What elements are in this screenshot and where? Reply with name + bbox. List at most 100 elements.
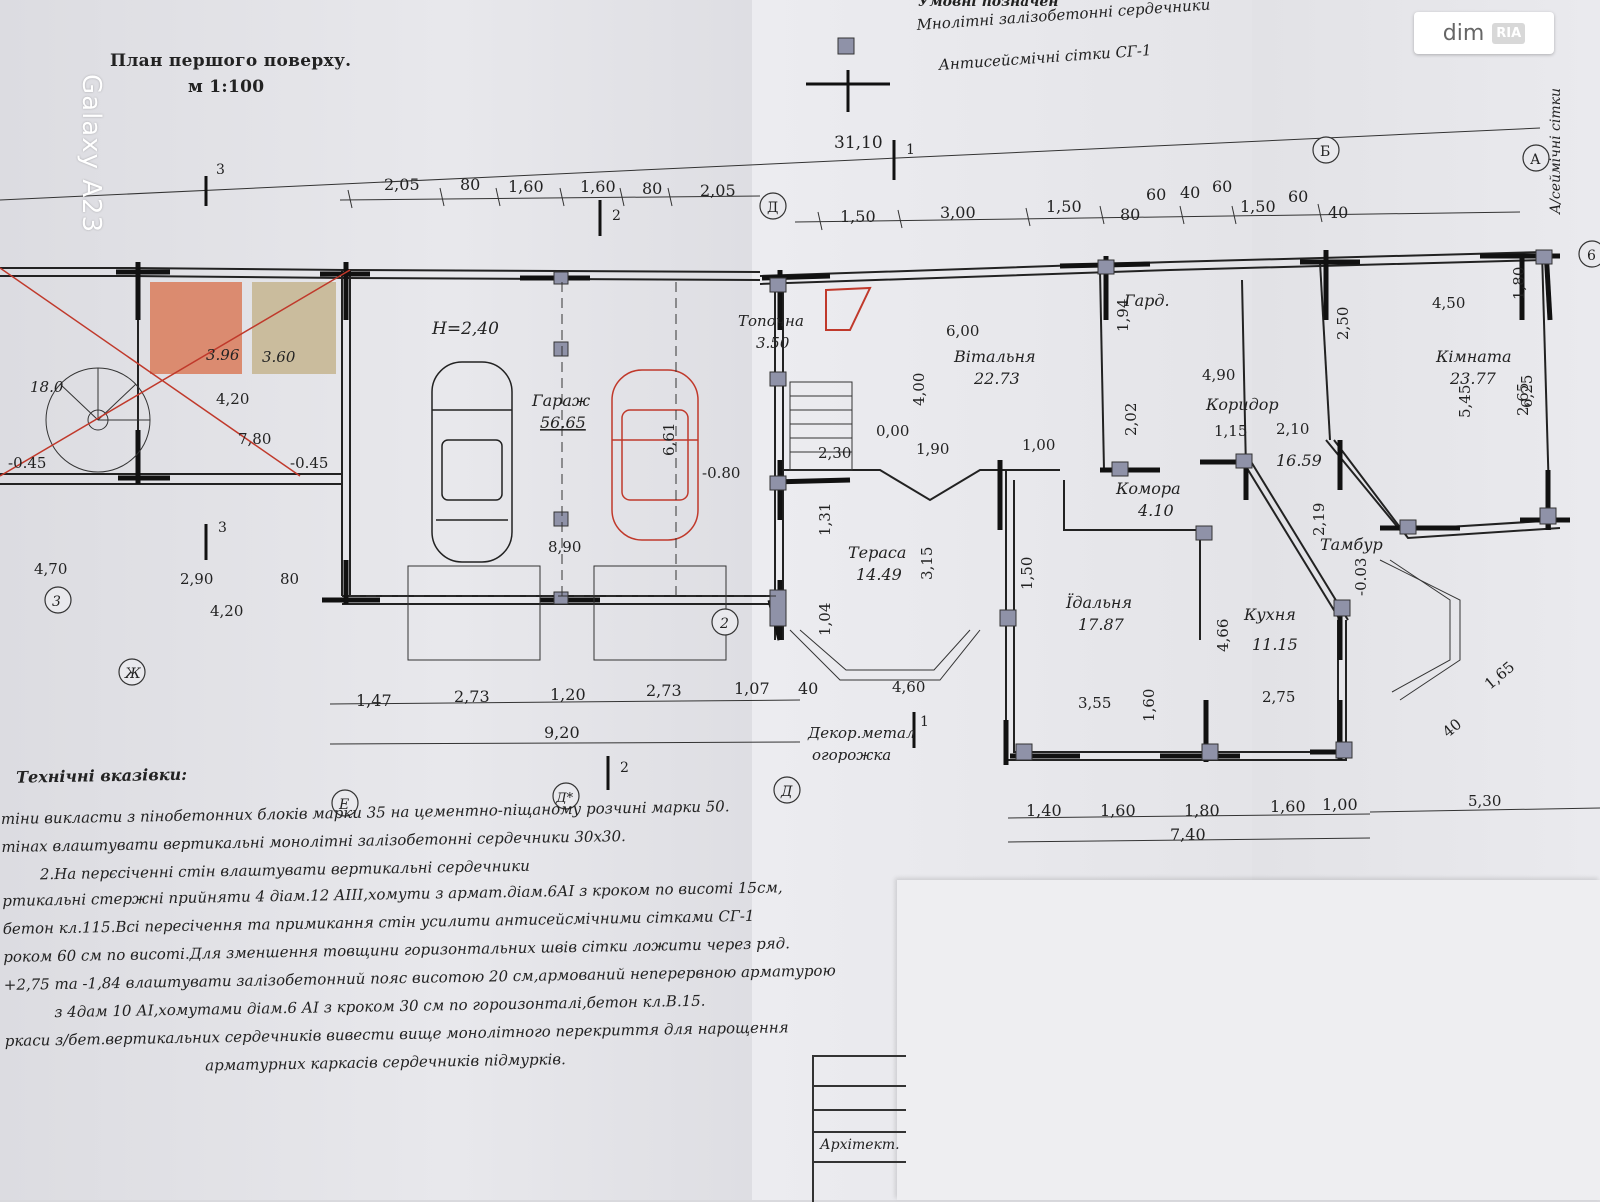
room-name-living: Вітальня xyxy=(953,347,1036,366)
stamp-row xyxy=(814,1085,906,1087)
svg-text:80: 80 xyxy=(642,179,662,198)
boiler-room-outline xyxy=(825,286,872,331)
svg-text:1,00: 1,00 xyxy=(1322,795,1358,814)
svg-text:5,45: 5,45 xyxy=(1456,385,1474,418)
red-cross-mark xyxy=(0,267,351,477)
area-label: 18.0 xyxy=(30,378,64,396)
garage-doors xyxy=(407,565,727,661)
svg-text:40: 40 xyxy=(798,679,818,698)
svg-text:2,05: 2,05 xyxy=(384,175,420,194)
svg-text:60: 60 xyxy=(1288,187,1308,206)
bottom-left-dimension-labels: 1,47 2,73 1,20 2,73 1,07 40 9,20 xyxy=(356,679,818,742)
seismic-mesh-legend-symbol xyxy=(806,70,890,112)
room-name-dining: Їдальня xyxy=(1065,592,1132,612)
svg-text:1,31: 1,31 xyxy=(816,503,834,536)
svg-text:1,60: 1,60 xyxy=(508,177,544,196)
axis-label: Д xyxy=(767,200,778,216)
top-right-dimension-labels: 1,50 3,00 1,50 80 60 40 60 1,50 60 40 xyxy=(840,177,1348,226)
svg-text:1: 1 xyxy=(906,142,915,158)
svg-text:2,73: 2,73 xyxy=(454,687,490,706)
svg-text:4,90: 4,90 xyxy=(1202,366,1235,384)
svg-text:3: 3 xyxy=(216,162,225,178)
height-label: H=2,40 xyxy=(431,319,499,339)
svg-text:1,50: 1,50 xyxy=(1018,557,1036,590)
section-marker-numbers: 3 2 1 3 2 1 xyxy=(216,142,929,776)
svg-text:4,70: 4,70 xyxy=(34,560,67,578)
car-outline-red xyxy=(611,369,699,541)
room-area-pantry: 4.10 xyxy=(1137,501,1174,520)
bottom-right-dimension-lines xyxy=(1007,807,1600,843)
overall-dimension xyxy=(0,127,1541,201)
svg-text:80: 80 xyxy=(280,570,299,588)
room-area-boiler: 3.50 xyxy=(756,334,790,352)
svg-text:2,05: 2,05 xyxy=(700,181,736,200)
room-name-kitchen: Кухня xyxy=(1243,605,1296,624)
room-name-pantry: Комора xyxy=(1115,479,1181,498)
svg-text:80: 80 xyxy=(1120,205,1140,224)
stamp-architect-label: Архітект. xyxy=(820,1137,900,1153)
svg-text:6,00: 6,00 xyxy=(946,322,979,340)
level-label: -0.80 xyxy=(702,464,740,482)
plan-title-text: План першого поверху. xyxy=(110,51,352,71)
svg-text:1,15: 1,15 xyxy=(1214,422,1247,440)
svg-text:1,80: 1,80 xyxy=(1184,801,1220,820)
svg-text:7,80: 7,80 xyxy=(238,430,271,448)
svg-text:4,60: 4,60 xyxy=(892,678,925,696)
svg-text:60: 60 xyxy=(1212,177,1232,196)
svg-text:1,50: 1,50 xyxy=(840,207,876,226)
svg-text:2,10: 2,10 xyxy=(1276,420,1309,438)
notes-heading: Технічні вказівки: xyxy=(15,764,188,787)
svg-text:40: 40 xyxy=(1180,183,1200,202)
svg-text:2: 2 xyxy=(612,208,621,224)
svg-text:6,61: 6,61 xyxy=(660,423,678,456)
area-label: 3.96 xyxy=(206,346,240,364)
svg-text:3,55: 3,55 xyxy=(1078,694,1111,712)
svg-text:40: 40 xyxy=(1328,203,1348,222)
svg-text:1,94: 1,94 xyxy=(1114,299,1132,332)
svg-text:80: 80 xyxy=(460,175,480,194)
title-block-stamp: Архітект. xyxy=(812,1055,906,1202)
garage-centerlines xyxy=(350,282,776,600)
overall-width-label: 31,10 xyxy=(834,133,883,153)
axis-label: Д xyxy=(780,784,793,800)
room-name-wardrobe: Гард. xyxy=(1123,291,1170,310)
axis-label: Д* xyxy=(555,791,574,806)
axis-label: Ж xyxy=(124,666,142,682)
level-label: 0,00 xyxy=(876,422,909,440)
room-area-garage: 56.65 xyxy=(540,413,586,432)
svg-text:1,65: 1,65 xyxy=(1481,658,1518,693)
axis-label: А xyxy=(1530,152,1541,168)
svg-text:1,60: 1,60 xyxy=(1140,689,1158,722)
svg-text:4,20: 4,20 xyxy=(210,602,243,620)
room-area-kitchen: 11.15 xyxy=(1252,635,1298,654)
level-labels: H=2,40 -0.80 -0.45 -0.45 0,00 -0.03 Деко… xyxy=(8,319,1370,764)
axis-bubbles xyxy=(44,136,1600,817)
car-outline-dark xyxy=(431,361,513,563)
legend-heading: Умовні позначен xyxy=(918,0,1059,10)
svg-text:7,40: 7,40 xyxy=(1170,825,1206,844)
logo-badge: RIA xyxy=(1492,22,1526,44)
svg-text:4,66: 4,66 xyxy=(1214,619,1232,652)
camera-watermark: Galaxy A23 xyxy=(76,74,106,234)
overlapping-blank-sheet xyxy=(897,880,1600,1200)
bathroom-fill xyxy=(150,282,336,374)
fence-label: Декор.метал xyxy=(807,724,915,742)
svg-text:9,20: 9,20 xyxy=(544,723,580,742)
area-label: 3.60 xyxy=(262,348,296,366)
dim-ria-logo[interactable]: dim RIA xyxy=(1414,12,1554,54)
svg-text:5,30: 5,30 xyxy=(1468,792,1501,810)
axis-label: 6 xyxy=(1587,248,1596,264)
room-name-room: Кімната xyxy=(1435,347,1512,366)
room-name-garage: Гараж xyxy=(531,391,591,410)
svg-text:6,25: 6,25 xyxy=(1518,375,1536,408)
svg-text:1,20: 1,20 xyxy=(550,685,586,704)
room-area-living: 22.73 xyxy=(973,369,1020,388)
interior-stair xyxy=(789,381,853,471)
svg-text:4,50: 4,50 xyxy=(1432,294,1465,312)
svg-text:2,30: 2,30 xyxy=(818,444,851,462)
svg-text:2,75: 2,75 xyxy=(1262,688,1295,706)
axis-label: 3 xyxy=(52,594,61,610)
stamp-row xyxy=(814,1131,906,1133)
svg-text:2,73: 2,73 xyxy=(646,681,682,700)
svg-text:1,07: 1,07 xyxy=(734,679,770,698)
